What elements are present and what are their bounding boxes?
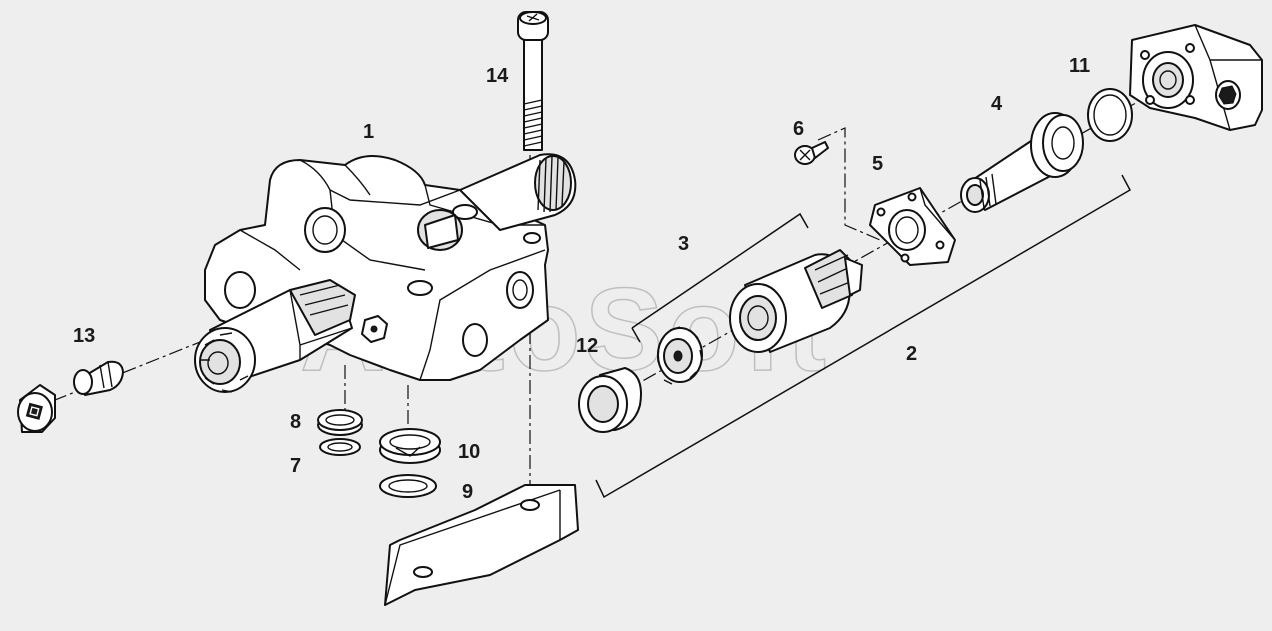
callout-6: 6 <box>793 118 804 140</box>
callout-9: 9 <box>462 481 473 503</box>
callout-1: 1 <box>363 121 374 143</box>
part-8-ring <box>317 409 363 436</box>
callout-5: 5 <box>872 153 883 175</box>
callout-3: 3 <box>678 233 689 255</box>
callout-14: 14 <box>486 65 509 87</box>
callout-8: 8 <box>290 411 301 433</box>
mounting-bracket <box>384 484 579 606</box>
callout-10: 10 <box>458 441 480 463</box>
part-13-plug-and-pin <box>17 360 124 433</box>
part-11-o-ring <box>1087 88 1133 142</box>
end-cap <box>1129 24 1263 131</box>
callout-2: 2 <box>906 343 917 365</box>
part-6-screw <box>794 141 829 165</box>
part-10-ring <box>379 428 441 464</box>
bracket-group-3 <box>631 212 809 343</box>
part-7-ring <box>319 438 361 456</box>
part-9-ring <box>379 474 437 498</box>
part-1-valve-housing <box>194 153 577 393</box>
part-14-bolt <box>517 11 549 151</box>
callout-11: 11 <box>1069 55 1090 77</box>
callout-12: 12 <box>576 335 598 357</box>
callout-labels: 1 2 3 4 5 6 7 8 9 10 11 12 13 14 <box>73 55 1090 503</box>
callout-4: 4 <box>991 93 1003 115</box>
part-4-sleeve <box>960 112 1084 213</box>
part-5-flange-plate <box>869 187 956 266</box>
part-12-sleeve <box>578 367 642 433</box>
part-3-coil-assembly <box>657 249 863 385</box>
callout-13: 13 <box>73 325 95 347</box>
callout-7: 7 <box>290 455 301 477</box>
bracket-group-2 <box>595 174 1132 499</box>
